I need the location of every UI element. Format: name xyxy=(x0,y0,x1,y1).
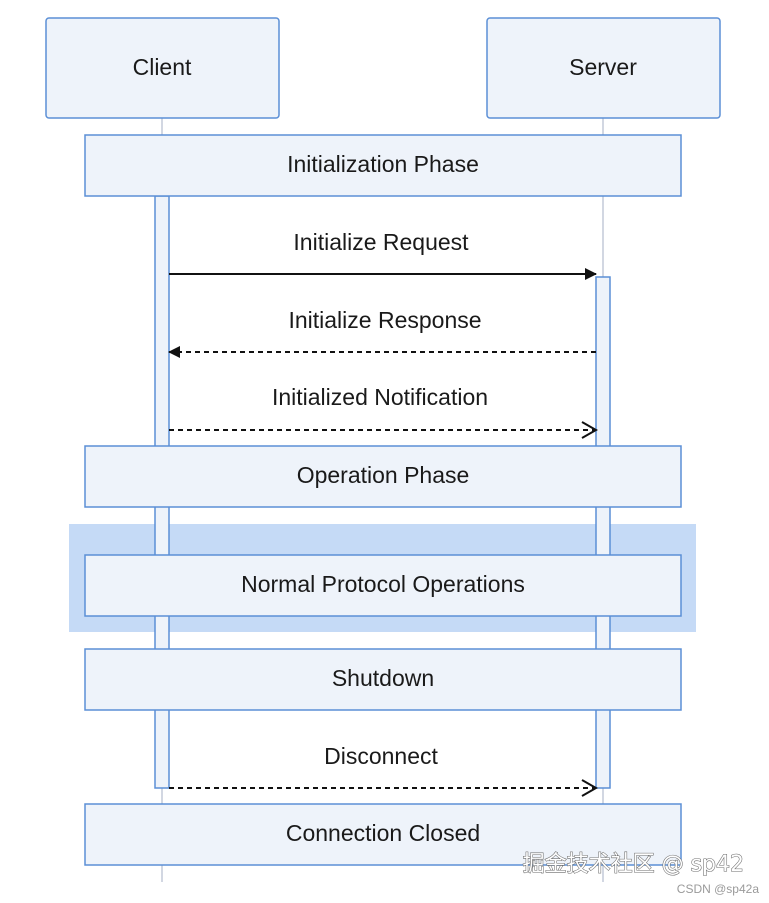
initialize-response-label: Initialize Response xyxy=(288,307,481,333)
initialization-phase-label: Initialization Phase xyxy=(287,151,479,177)
initialized-notification-label: Initialized Notification xyxy=(272,384,488,410)
normal-operations-box xyxy=(84,554,682,617)
client-participant-label: Client xyxy=(133,54,192,80)
server-activation-bar xyxy=(595,276,611,789)
shutdown-phase-box xyxy=(84,648,682,711)
initialize-request-label: Initialize Request xyxy=(293,229,469,255)
connection-closed-box xyxy=(84,803,682,866)
disconnect-label: Disconnect xyxy=(324,743,438,769)
server-participant-label: Server xyxy=(569,54,637,80)
watermark-sub: CSDN @sp42a xyxy=(677,882,760,896)
disconnect-arrowhead xyxy=(581,779,599,797)
operation-phase-box xyxy=(84,445,682,508)
initialization-phase-box xyxy=(84,134,682,197)
client-participant-box xyxy=(45,17,280,119)
watermark-main: 掘金技术社区 @ sp42 xyxy=(523,852,744,877)
operation-phase-label: Operation Phase xyxy=(297,462,470,488)
shutdown-phase-label: Shutdown xyxy=(332,665,434,691)
initialized-notification-arrowhead xyxy=(581,421,599,439)
normal-operations-label: Normal Protocol Operations xyxy=(241,571,525,597)
server-participant-box xyxy=(486,17,721,119)
connection-closed-label: Connection Closed xyxy=(286,820,480,846)
